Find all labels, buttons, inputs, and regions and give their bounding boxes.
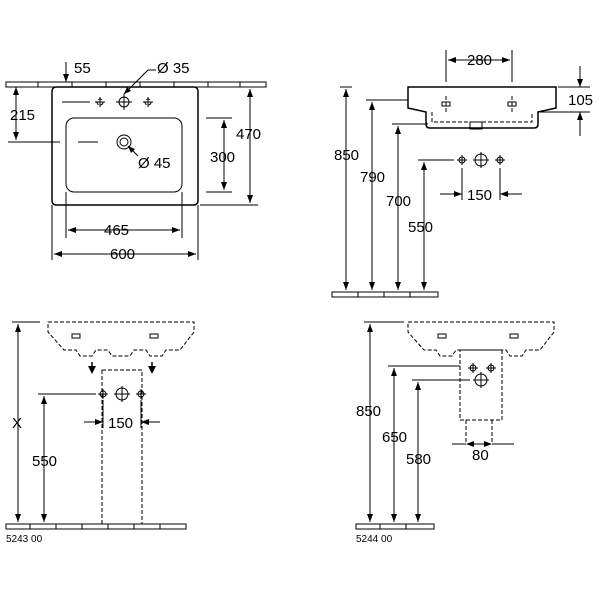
- product-code-5243: 5243 00: [6, 534, 43, 545]
- dim-80: 80: [472, 447, 489, 464]
- dim-55: 55: [74, 60, 91, 77]
- dim-470: 470: [236, 126, 261, 143]
- tap-hole-marks: [62, 94, 153, 110]
- dim-550-5243: 550: [32, 453, 57, 470]
- dim-45: Ø 45: [138, 155, 171, 172]
- dim-850: 850: [334, 147, 359, 164]
- dim-300: 300: [210, 149, 235, 166]
- dim-465: 465: [104, 222, 129, 239]
- wall-view-5244: 850 650 580 80 5244 00: [355, 321, 555, 545]
- dim-700: 700: [386, 193, 411, 210]
- basin-dashed-5244: [407, 321, 555, 357]
- siphon-cover-dashed: [459, 349, 503, 421]
- dim-105: 105: [568, 92, 593, 109]
- dim-215: 215: [10, 107, 35, 124]
- basin-outline: [51, 86, 199, 206]
- side-view: 280 105 850 790 700 550 150: [331, 50, 593, 298]
- dim-580: 580: [406, 451, 431, 468]
- bowl-outline: [65, 117, 183, 193]
- dim-650: 650: [382, 429, 407, 446]
- dim-850-5244: 850: [356, 403, 381, 420]
- floor-strip: [331, 291, 439, 298]
- basin-profile: [407, 86, 557, 129]
- dim-x: X: [12, 415, 22, 432]
- wall-view-5243: X 550 150 5243 00: [5, 321, 195, 545]
- dim-150-5243: 150: [108, 415, 133, 432]
- product-code-5244: 5244 00: [356, 534, 393, 545]
- dim-790: 790: [360, 169, 385, 186]
- dim-600: 600: [110, 246, 135, 263]
- basin-dashed-5243: [47, 321, 195, 357]
- top-view: 55 Ø 35 215 470 300 Ø 45 465 600: [5, 60, 267, 263]
- dim-150: 150: [467, 187, 492, 204]
- dim-35: Ø 35: [157, 60, 190, 77]
- floor-strip-5244: [355, 523, 435, 530]
- dim-550: 550: [408, 219, 433, 236]
- outlet-marks: [457, 152, 505, 168]
- dim-280: 280: [467, 52, 492, 69]
- floor-strip-5243: [5, 523, 187, 530]
- drain-mark: [78, 134, 139, 157]
